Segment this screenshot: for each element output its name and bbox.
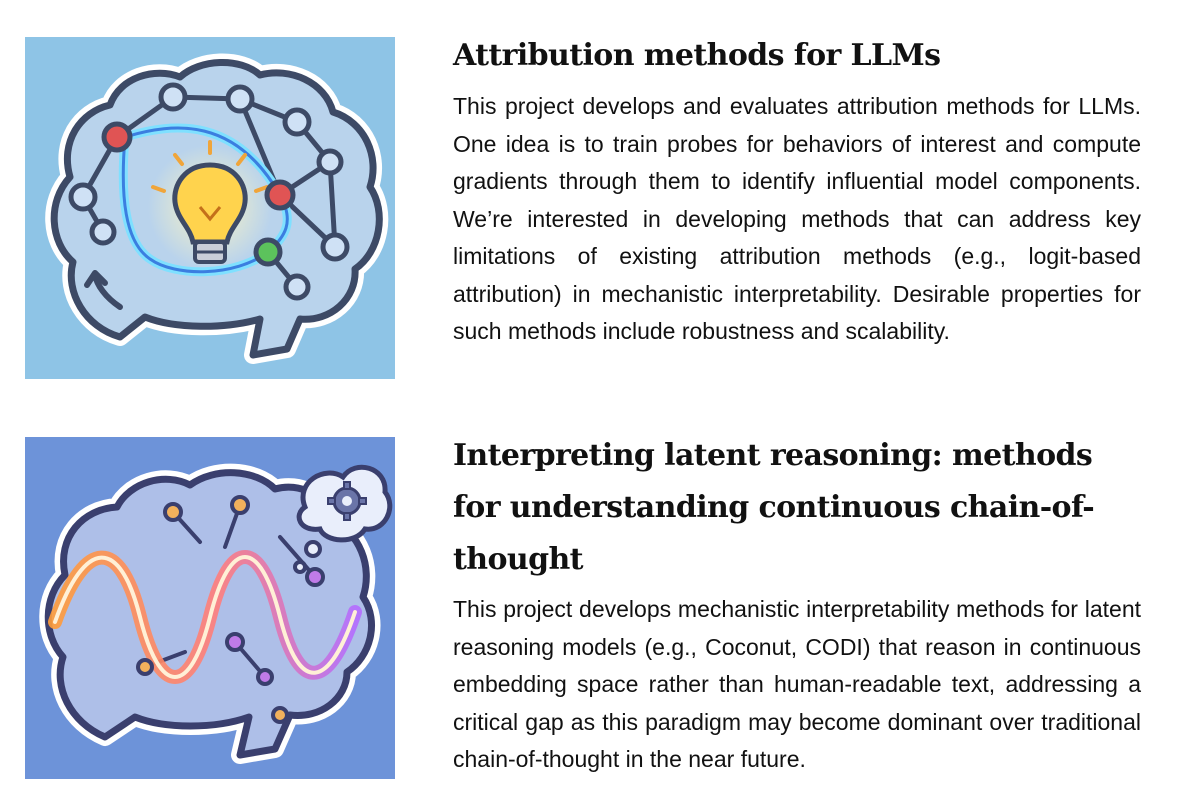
project-text: Interpreting latent reasoning: methods f… bbox=[453, 430, 1141, 779]
project-attribution-methods: Attribution methods for LLMs This projec… bbox=[25, 30, 1141, 379]
project-description: This project develops mechanistic interp… bbox=[453, 596, 1141, 772]
project-description: This project develops and evaluates attr… bbox=[453, 93, 1141, 344]
project-latent-reasoning: Interpreting latent reasoning: methods f… bbox=[0, 400, 1200, 799]
brain-lightbulb-network-icon bbox=[45, 53, 389, 364]
project-title: Attribution methods for LLMs bbox=[453, 38, 941, 73]
project-thumbnail bbox=[25, 37, 395, 379]
brain-wave-thought-bubble-icon bbox=[39, 463, 393, 764]
project-thumbnail bbox=[25, 437, 395, 779]
project-text: Attribution methods for LLMs This projec… bbox=[453, 30, 1141, 351]
project-title: Interpreting latent reasoning: methods f… bbox=[453, 438, 1095, 577]
